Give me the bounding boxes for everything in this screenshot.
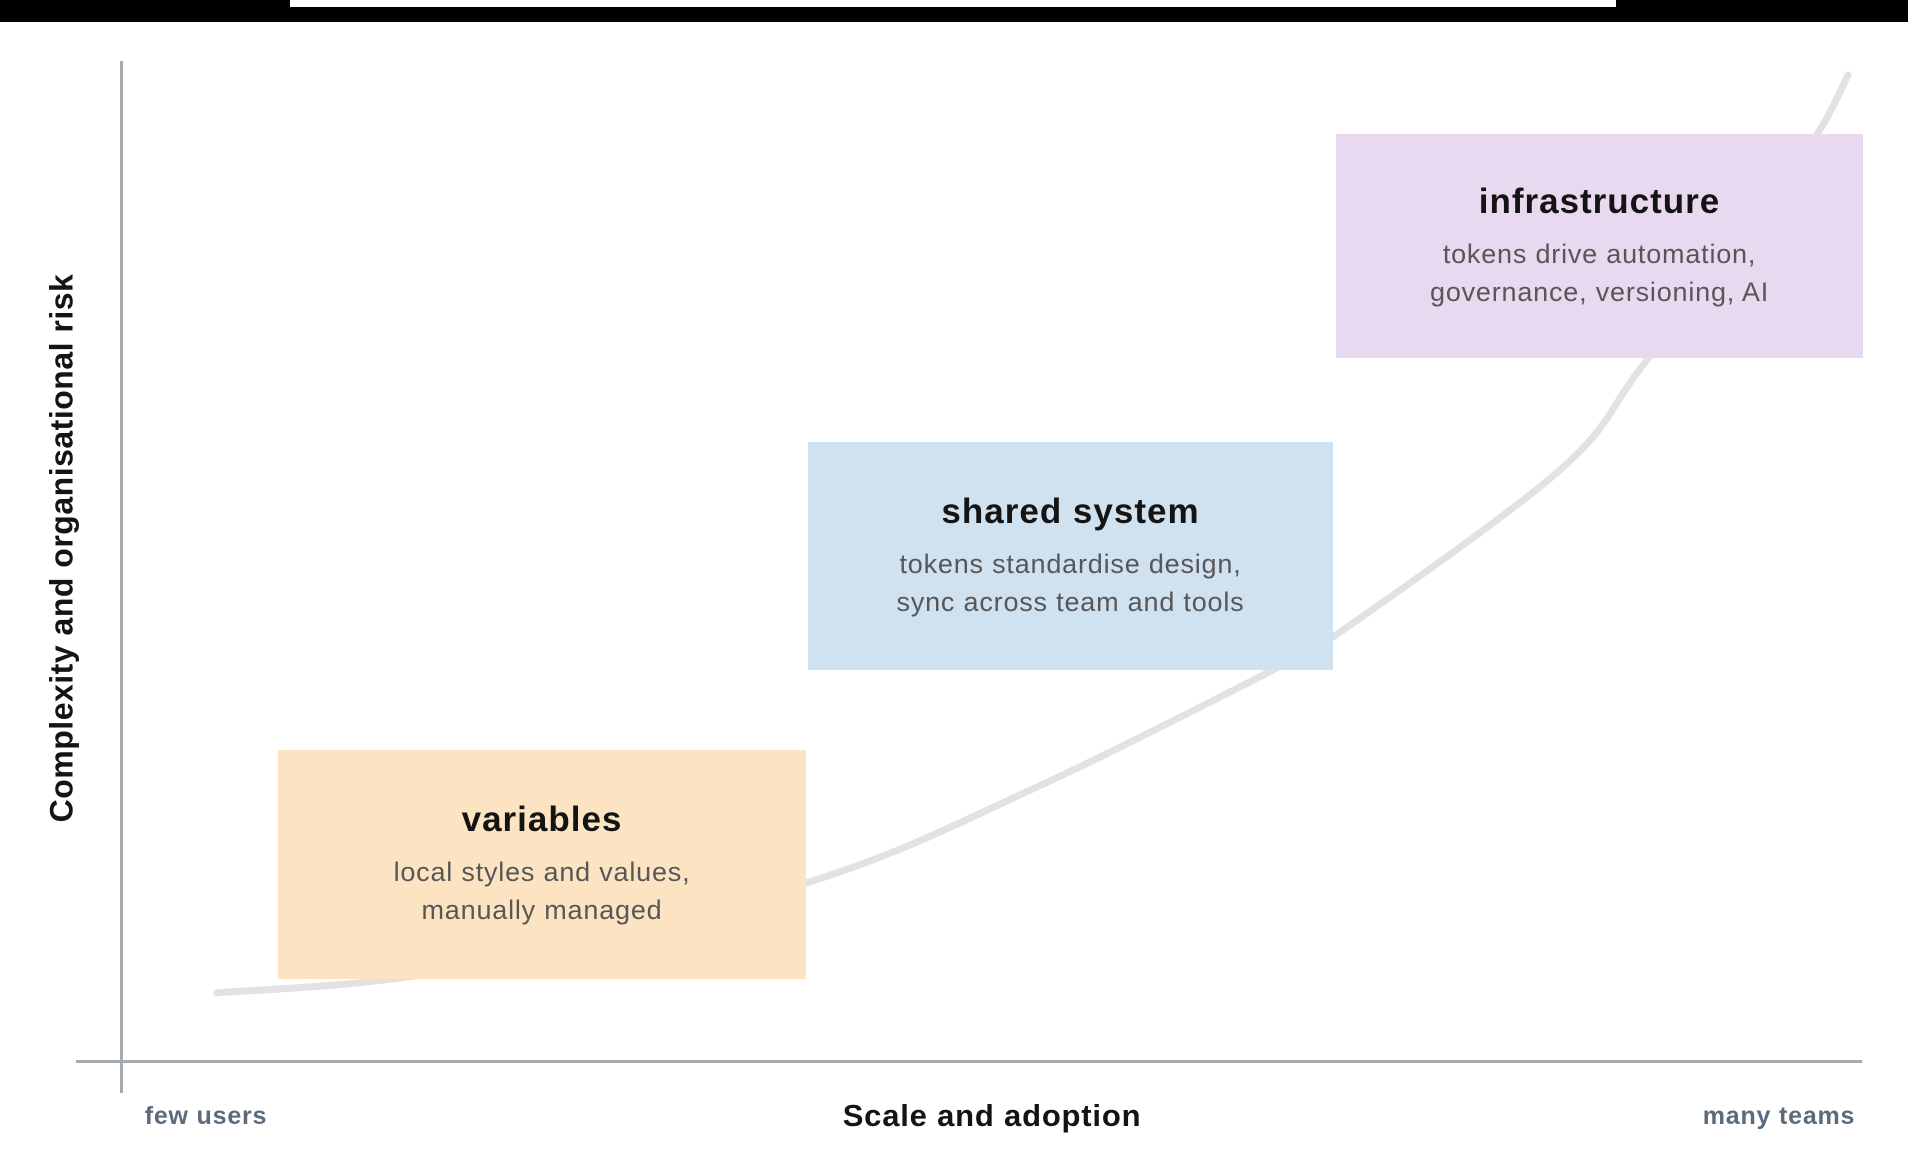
y-axis-label: Complexity and organisational risk [43,273,80,823]
stage-box-infrastructure: infrastructure tokens drive automation, … [1336,134,1863,358]
stage-box-variables: variables local styles and values, manua… [278,750,806,979]
x-axis-line [76,1060,1862,1063]
top-white-notch [290,0,1616,7]
stage-description-line: governance, versioning, AI [1430,276,1769,307]
x-max-label: many teams [1702,1102,1856,1130]
x-min-label: few users [144,1102,268,1130]
top-letterbox-bar [0,0,1908,22]
x-axis-label: Scale and adoption [842,1098,1142,1133]
stage-title: shared system [941,491,1200,531]
stage-description-line: local styles and values, [393,857,691,887]
stage-description-line: manually managed [421,895,663,925]
stage-description-line: tokens standardise design, [899,548,1242,579]
stage-description-line: tokens drive automation, [1442,238,1757,269]
stage-title: infrastructure [1478,181,1721,221]
stage-box-shared-system: shared system tokens standardise design,… [808,442,1333,670]
stage-title: variables [461,800,623,839]
y-axis-line [120,61,123,1093]
stage-description-line: sync across team and tools [896,586,1245,617]
